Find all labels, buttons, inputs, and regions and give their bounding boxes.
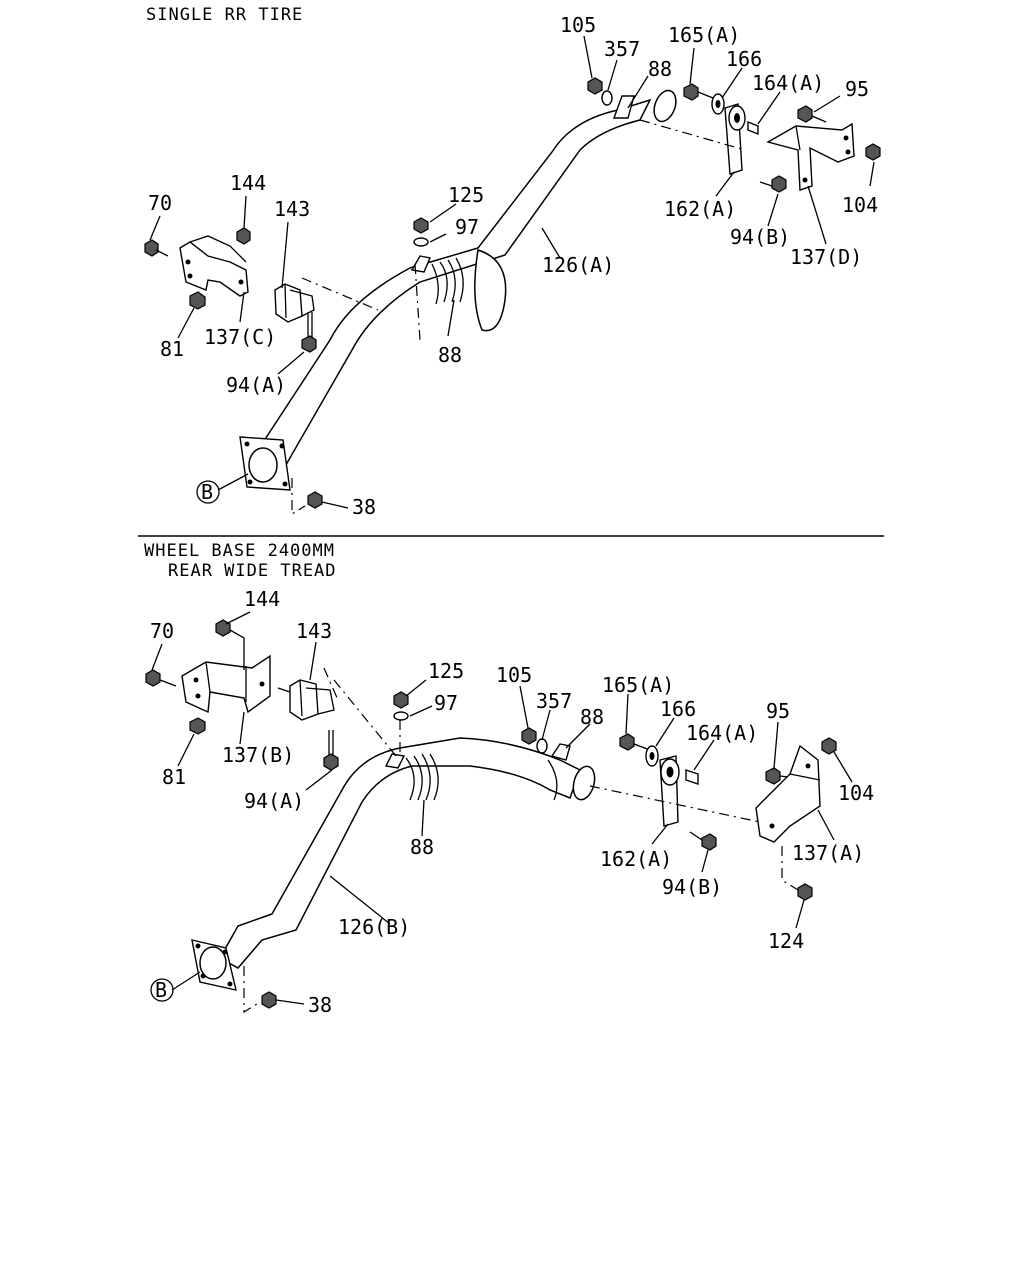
label-94a: 94(A): [244, 789, 304, 813]
label-137a: 137(A): [792, 841, 864, 865]
rubber-mount-143: [277, 679, 335, 721]
label-70: 70: [150, 619, 174, 643]
label-70: 70: [148, 191, 172, 215]
section-single-rr-tire: SINGLE RR TIRE: [144, 5, 881, 519]
label-88-clamp: 88: [438, 343, 462, 367]
label-166: 166: [726, 47, 762, 71]
label-357: 357: [604, 37, 640, 61]
label-357: 357: [536, 689, 572, 713]
label-124: 124: [768, 929, 804, 953]
exhaust-pipe: [257, 89, 677, 471]
pipe-flange: [191, 939, 237, 991]
label-95: 95: [845, 77, 869, 101]
label-104: 104: [838, 781, 874, 805]
label-94b: 94(B): [730, 225, 790, 249]
bracket-137d: [766, 122, 855, 191]
label-b: B: [201, 480, 213, 504]
label-143: 143: [296, 619, 332, 643]
label-162a: 162(A): [664, 197, 736, 221]
section-wheel-base-2400mm: WHEEL BASE 2400MM REAR WIDE TREAD: [144, 541, 874, 1017]
section-title-line1: WHEEL BASE 2400MM: [144, 541, 335, 561]
fasteners: [144, 77, 881, 509]
label-137d: 137(D): [790, 245, 862, 269]
bracket-137c: [179, 235, 249, 297]
label-164a: 164(A): [752, 71, 824, 95]
label-165a: 165(A): [602, 673, 674, 697]
label-105: 105: [560, 13, 596, 37]
label-166: 166: [660, 697, 696, 721]
label-126a: 126(A): [542, 253, 614, 277]
reference-b-circle: [196, 480, 220, 504]
label-88-clamp: 88: [410, 835, 434, 859]
label-125: 125: [428, 659, 464, 683]
label-81: 81: [160, 337, 184, 361]
label-165a: 165(A): [668, 23, 740, 47]
label-95: 95: [766, 699, 790, 723]
exhaust-pipe: [218, 737, 596, 969]
label-94b: 94(B): [662, 875, 722, 899]
bracket-137b: [181, 654, 271, 714]
label-125: 125: [448, 183, 484, 207]
label-104: 104: [842, 193, 878, 217]
label-b: B: [155, 978, 167, 1002]
label-88: 88: [580, 705, 604, 729]
label-164a: 164(A): [686, 721, 758, 745]
bracket-137a: [755, 744, 821, 843]
label-97: 97: [455, 215, 479, 239]
label-105: 105: [496, 663, 532, 687]
label-88: 88: [648, 57, 672, 81]
label-144: 144: [244, 587, 280, 611]
label-94a: 94(A): [226, 373, 286, 397]
section-title-line2: REAR WIDE TREAD: [168, 561, 337, 581]
reference-b-circle: [150, 978, 174, 1002]
label-126b: 126(B): [338, 915, 410, 939]
label-137c: 137(C): [204, 325, 276, 349]
label-81: 81: [162, 765, 186, 789]
label-38: 38: [308, 993, 332, 1017]
label-97: 97: [434, 691, 458, 715]
label-38: 38: [352, 495, 376, 519]
label-143: 143: [274, 197, 310, 221]
label-144: 144: [230, 171, 266, 195]
label-162a: 162(A): [600, 847, 672, 871]
label-137b: 137(B): [222, 743, 294, 767]
pipe-flange: [239, 436, 291, 491]
fasteners: [145, 619, 837, 1009]
section-title: SINGLE RR TIRE: [146, 5, 303, 25]
